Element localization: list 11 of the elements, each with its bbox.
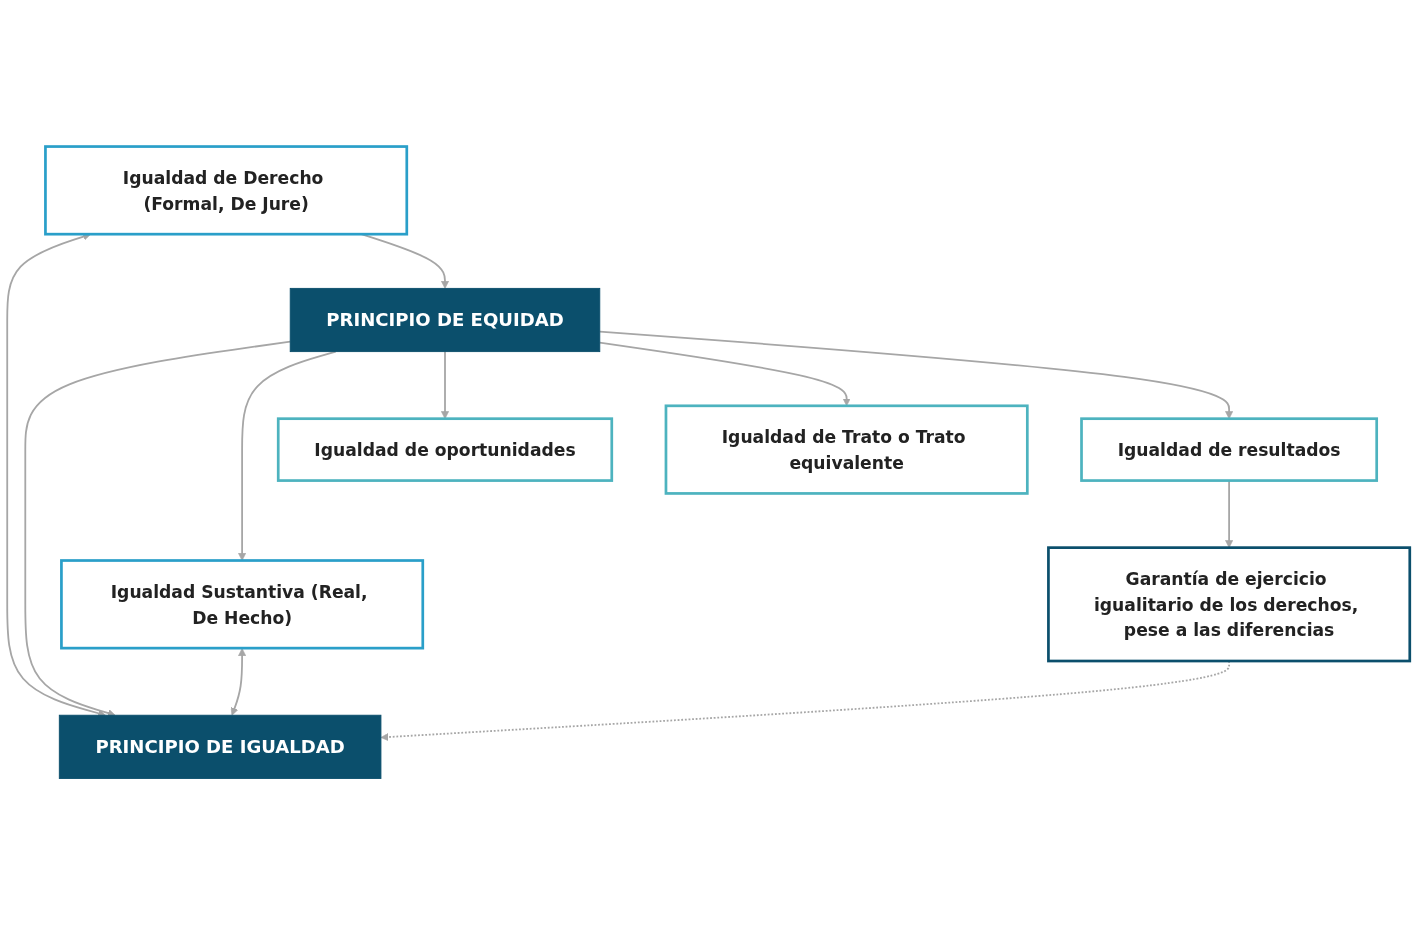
node-box: Igualdad Sustantiva (Real, De Hecho)	[60, 559, 425, 650]
node-box: Garantía de ejercicio igualitario de los derechos, pese a las diferencias	[1047, 546, 1412, 663]
node-box: Igualdad de oportunidades	[276, 417, 614, 482]
node-box: Igualdad de Derecho (Formal, De Jure)	[44, 145, 409, 236]
node-box: PRINCIPIO DE EQUIDAD	[289, 287, 601, 353]
arrow	[238, 350, 337, 561]
node-box: Igualdad de Trato o Trato equivalente	[664, 404, 1029, 495]
arrow	[230, 648, 247, 716]
node-box: PRINCIPIO DE IGUALDAD	[58, 714, 382, 779]
node-box: Igualdad de resultados	[1080, 417, 1379, 482]
arrow	[24, 340, 292, 717]
